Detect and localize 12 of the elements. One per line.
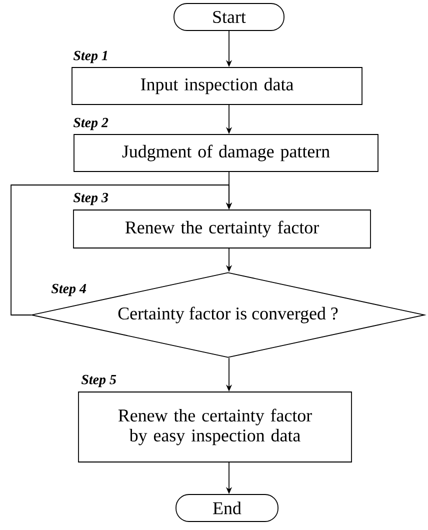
terminal-box: End: [176, 494, 278, 522]
step-label: Step 4: [51, 284, 86, 296]
process-box: Input inspection data: [72, 67, 362, 105]
terminal-box: Start: [174, 3, 284, 31]
step-label: Step 3: [73, 192, 108, 206]
step-label: Step 5: [81, 374, 116, 388]
arrow: [10, 184, 232, 316]
step-label: Step 1: [73, 50, 108, 64]
process-box: Judgment of damage pattern: [74, 134, 378, 172]
step-label: Step 2: [73, 118, 108, 130]
process-box: Renew the certainty factor: [73, 210, 371, 248]
process-box: Renew the certainty factor by easy inspection data: [78, 392, 352, 462]
